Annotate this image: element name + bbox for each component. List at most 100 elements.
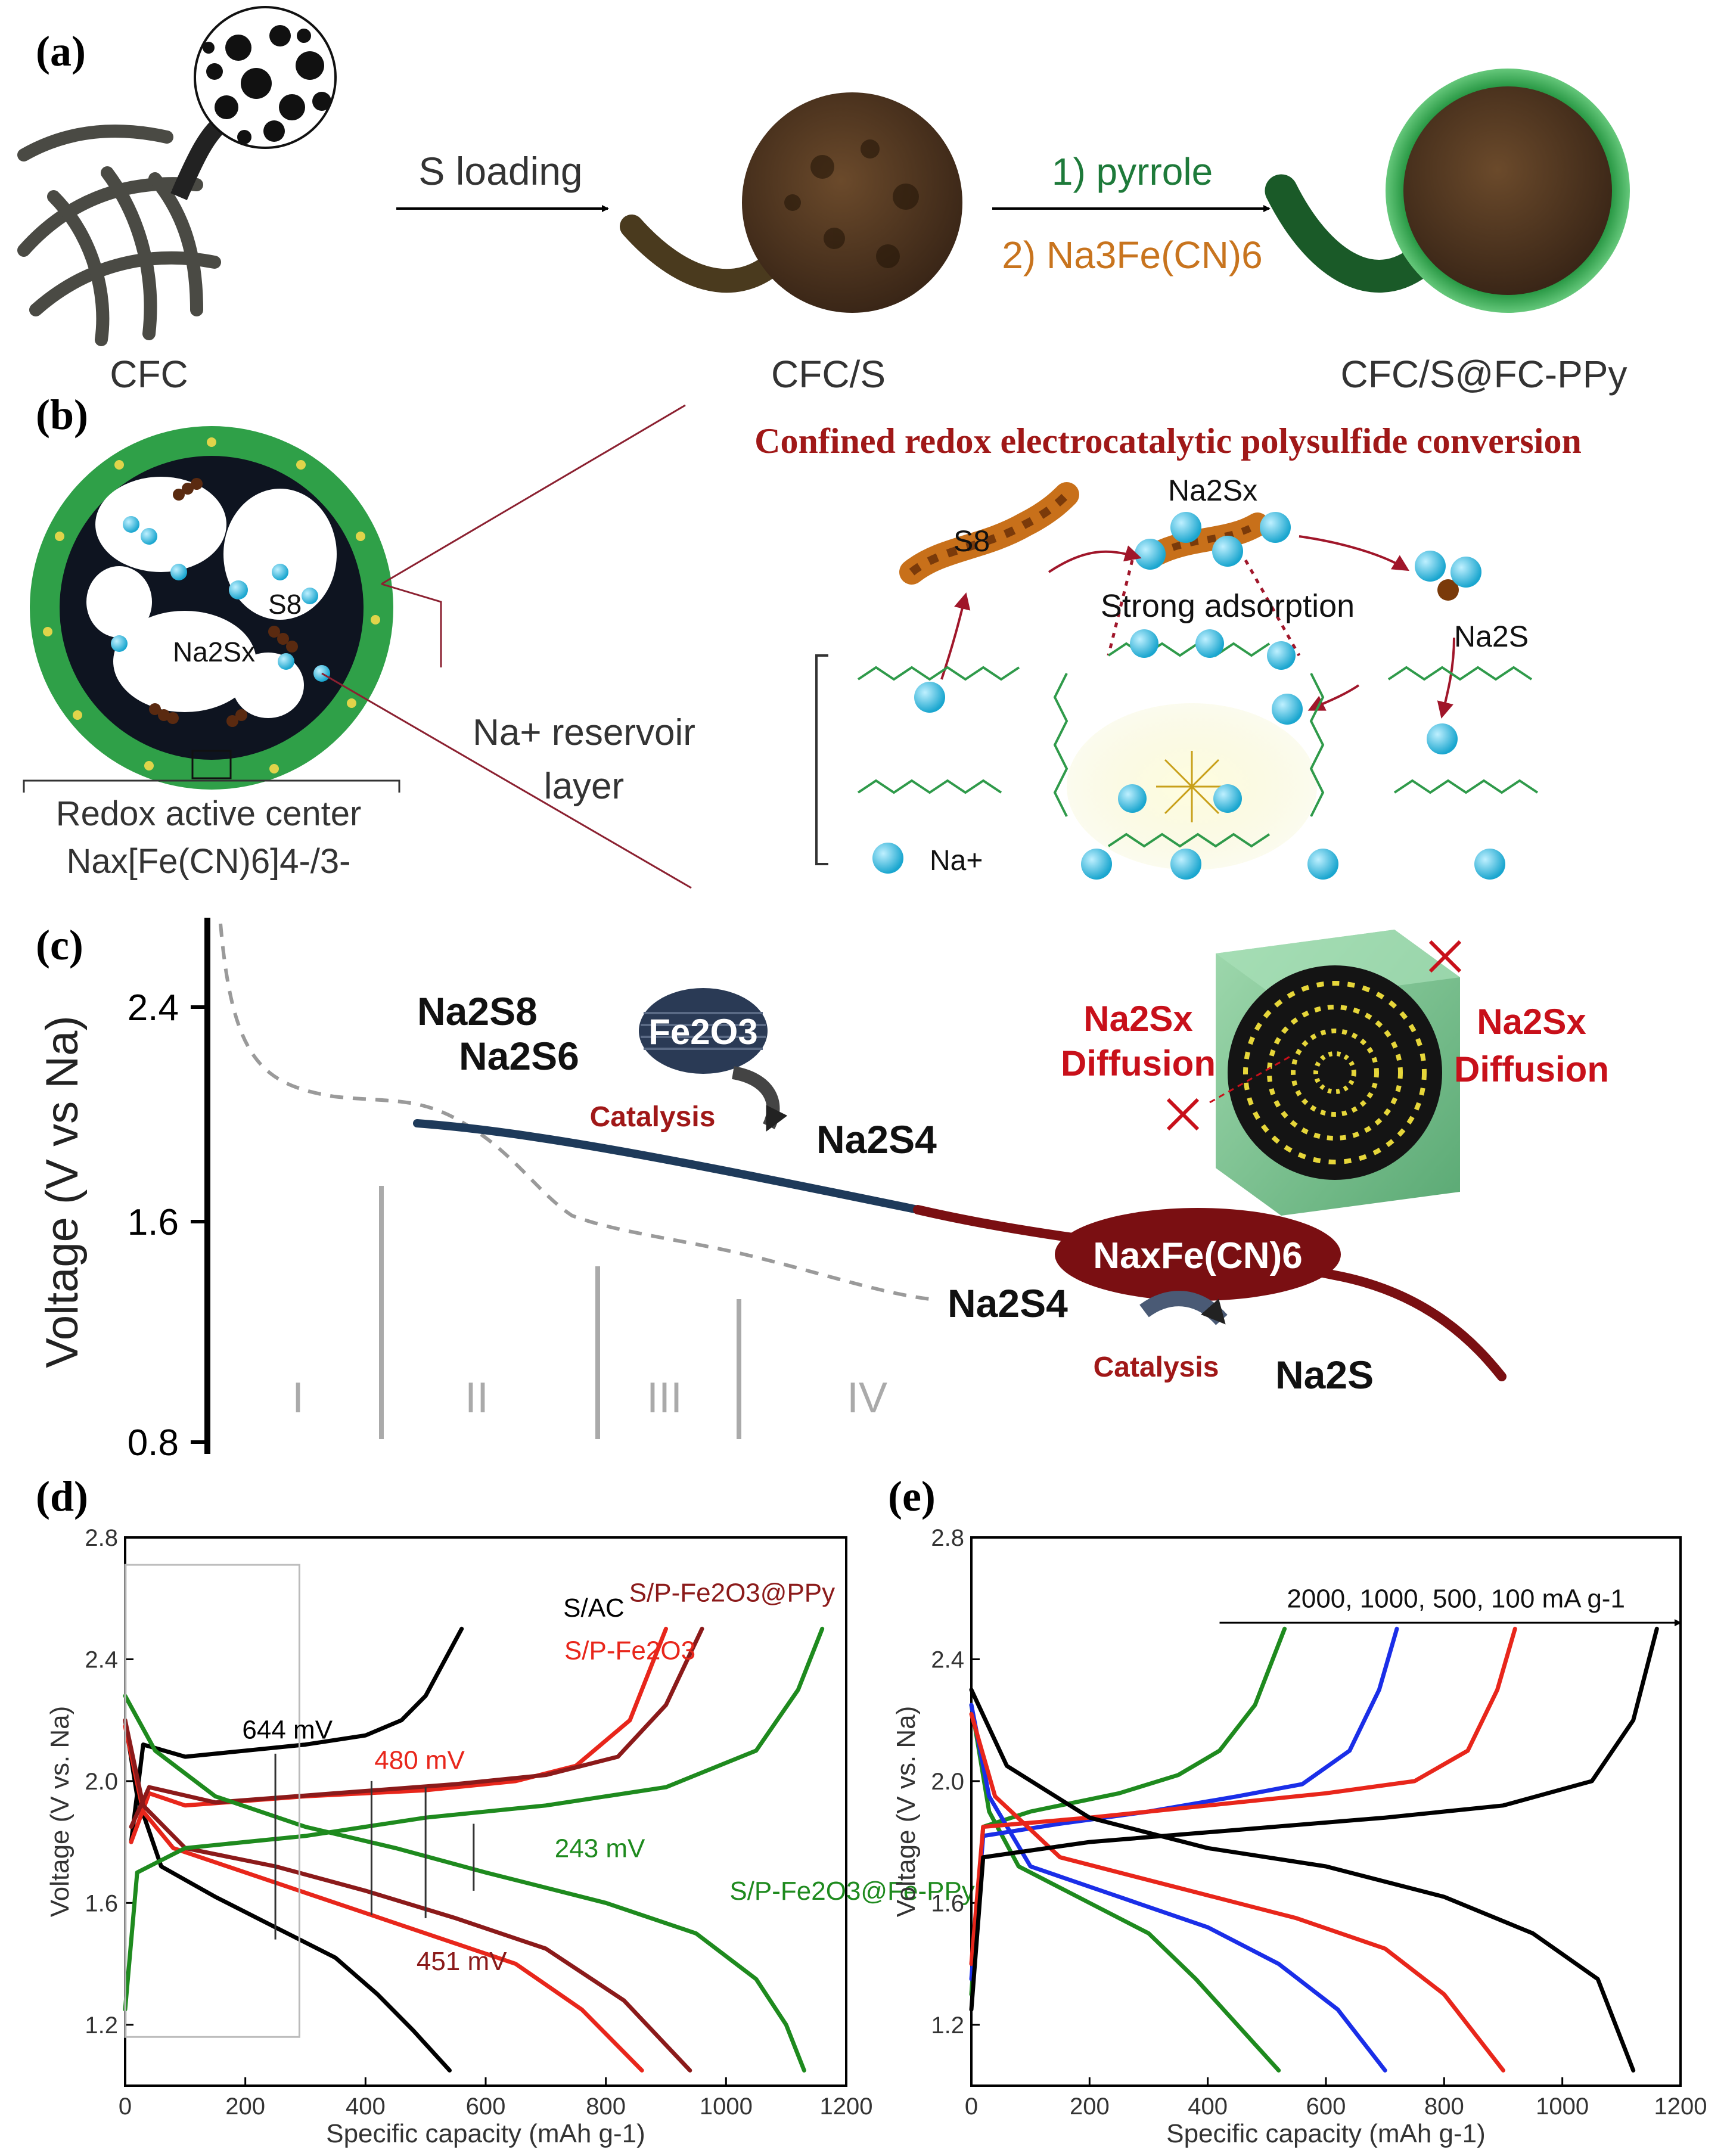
zoom-line-top [381, 404, 686, 585]
reservoir-label-1: Na+ reservoir [473, 712, 695, 753]
series-discharge-line [969, 1703, 1387, 2073]
zoom-box [124, 1564, 300, 2038]
na2sx-to-na2s-arrow [1299, 535, 1410, 571]
x-tick-label: 200 [1070, 2093, 1110, 2120]
diffusion-right-2: Diffusion [1454, 1049, 1609, 1089]
series-discharge-line [969, 1688, 1636, 2073]
panel-d-label: (d) [36, 1472, 88, 1520]
redox-center-label: Redox active center [56, 794, 362, 833]
diffusion-left-2: Diffusion [1061, 1043, 1216, 1083]
pyrrole-label: 1) pyrrole [1052, 150, 1213, 193]
panel-e-label: (e) [888, 1472, 936, 1520]
adsorption-arrow-3 [1307, 684, 1360, 711]
region-separators [379, 1186, 741, 1439]
x-tick-label: 1200 [1654, 2093, 1707, 2120]
na2s6-label: Na2S6 [459, 1034, 579, 1078]
na2s4-upper-label: Na2S4 [816, 1117, 937, 1161]
x-tick-label: 200 [225, 2093, 265, 2120]
series-label: S/P-Fe2O3 [564, 1636, 695, 1665]
series-discharge-line [123, 1724, 644, 2073]
na2s8-label: Na2S8 [417, 989, 538, 1033]
series-charge-line [969, 1626, 1517, 1967]
series-charge-line [129, 1626, 464, 1844]
adsorption-arrow-2 [1437, 637, 1455, 719]
redox-center-marker [191, 750, 232, 779]
series-discharge-line [123, 1694, 806, 2073]
polysulfide-chains [149, 478, 298, 727]
region-iii: III [647, 1374, 682, 1422]
diffusion-blocked-marks [1166, 940, 1462, 1131]
na2sx-label: Na2Sx [1168, 474, 1257, 507]
series-charge-line [969, 1626, 1659, 2012]
panel-c-tick-24: 2.4 [128, 987, 179, 1029]
fecn-catalysis-arrow [1139, 1291, 1228, 1325]
panel-b: (b) S8 Na2Sx [23, 391, 1582, 889]
redox-center-formula: Nax[Fe(CN)6]4-/3- [67, 842, 351, 881]
panel-c-tick-08: 0.8 [128, 1422, 179, 1464]
x-tick-label: 800 [586, 2093, 626, 2120]
na2s4-lower-label: Na2S4 [948, 1281, 1068, 1325]
sphere-pores [86, 477, 337, 718]
panel-c-label: (c) [36, 921, 83, 969]
series-discharge-line [969, 1711, 1505, 2073]
sphere-s8-label: S8 [268, 589, 302, 620]
na2s-cluster-icon [1415, 551, 1481, 601]
region-ii: II [465, 1374, 489, 1422]
cfc-mesh-icon [17, 125, 221, 346]
adsorption-label: Strong adsorption [1101, 588, 1355, 624]
x-tick-label: 400 [346, 2093, 386, 2120]
polarization-label: 451 mV [417, 1947, 507, 1976]
y-tick-label: 2.4 [931, 1646, 964, 1673]
catalysis-label-1: Catalysis [590, 1101, 716, 1133]
rate-legend-text: 2000, 1000, 500, 100 mA g-1 [1287, 1585, 1625, 1614]
s8-chain-icon [899, 482, 1079, 585]
x-tick-label: 600 [1306, 2093, 1346, 2120]
shell-dots [43, 437, 380, 773]
na2s-label: Na2S [1454, 620, 1529, 653]
polymer-bracket [815, 654, 828, 865]
series-charge-line [129, 1626, 704, 1829]
polarization-label: 644 mV [242, 1715, 333, 1744]
x-tick-label: 0 [119, 2093, 132, 2120]
na-plus-label: Na+ [930, 845, 983, 877]
confined-title: Confined redox electrocatalytic polysulf… [754, 421, 1582, 461]
cfcs-fiber-tail [620, 215, 787, 293]
sphere-na2sx-label: Na2Sx [173, 636, 255, 667]
panel-c: (c) 2.4 1.6 0.8 Voltage (V vs Na) I II I… [36, 918, 1609, 1464]
cfcs-fc-fiber-tail [1265, 174, 1435, 293]
fe2o3-label: Fe2O3 [648, 1012, 757, 1052]
x-axis-label: Specific capacity (mAh g-1) [1166, 2119, 1486, 2148]
x-tick-label: 600 [466, 2093, 506, 2120]
catalysis-label-2: Catalysis [1094, 1352, 1219, 1383]
fe2o3-catalysis-arrow [731, 1066, 788, 1132]
y-tick-label: 2.0 [931, 1769, 964, 1795]
x-tick-label: 1000 [1536, 2093, 1589, 2120]
na-ions-in-network [872, 629, 1505, 880]
x-tick-label: 1000 [700, 2093, 753, 2120]
panel-c-tick-16: 1.6 [128, 1202, 179, 1243]
panel-a: (a) CFC S loading CFC/S [17, 6, 1630, 396]
x-tick-label: 400 [1188, 2093, 1228, 2120]
fe2o3-bubble-icon [639, 988, 768, 1074]
reservoir-label-2: layer [544, 766, 624, 807]
dotted-arrow-2 [1244, 559, 1301, 657]
cfc-porous-texture [203, 25, 331, 144]
series-charge-line [969, 1626, 1287, 1997]
reference-discharge-curve [219, 923, 930, 1301]
region-iv: IV [847, 1374, 887, 1422]
adsorption-arrow-1 [940, 592, 971, 680]
s8-label: S8 [953, 524, 990, 558]
series-charge-line [123, 1626, 825, 2012]
naxfecn-bubble-icon [1055, 1208, 1341, 1301]
y-axis-label: Voltage (V vs. Na) [45, 1706, 74, 1918]
y-tick-label: 2.0 [85, 1769, 118, 1795]
series-discharge-line [123, 1718, 692, 2073]
y-tick-label: 2.8 [85, 1525, 118, 1551]
x-axis-label: Specific capacity (mAh g-1) [326, 2119, 645, 2148]
y-tick-label: 1.6 [931, 1890, 964, 1916]
cfcs-fc-core-icon [1403, 86, 1612, 295]
na2sx-chain-icon [1135, 512, 1291, 570]
naxfecn-label: NaxFe(CN)6 [1093, 1235, 1302, 1276]
